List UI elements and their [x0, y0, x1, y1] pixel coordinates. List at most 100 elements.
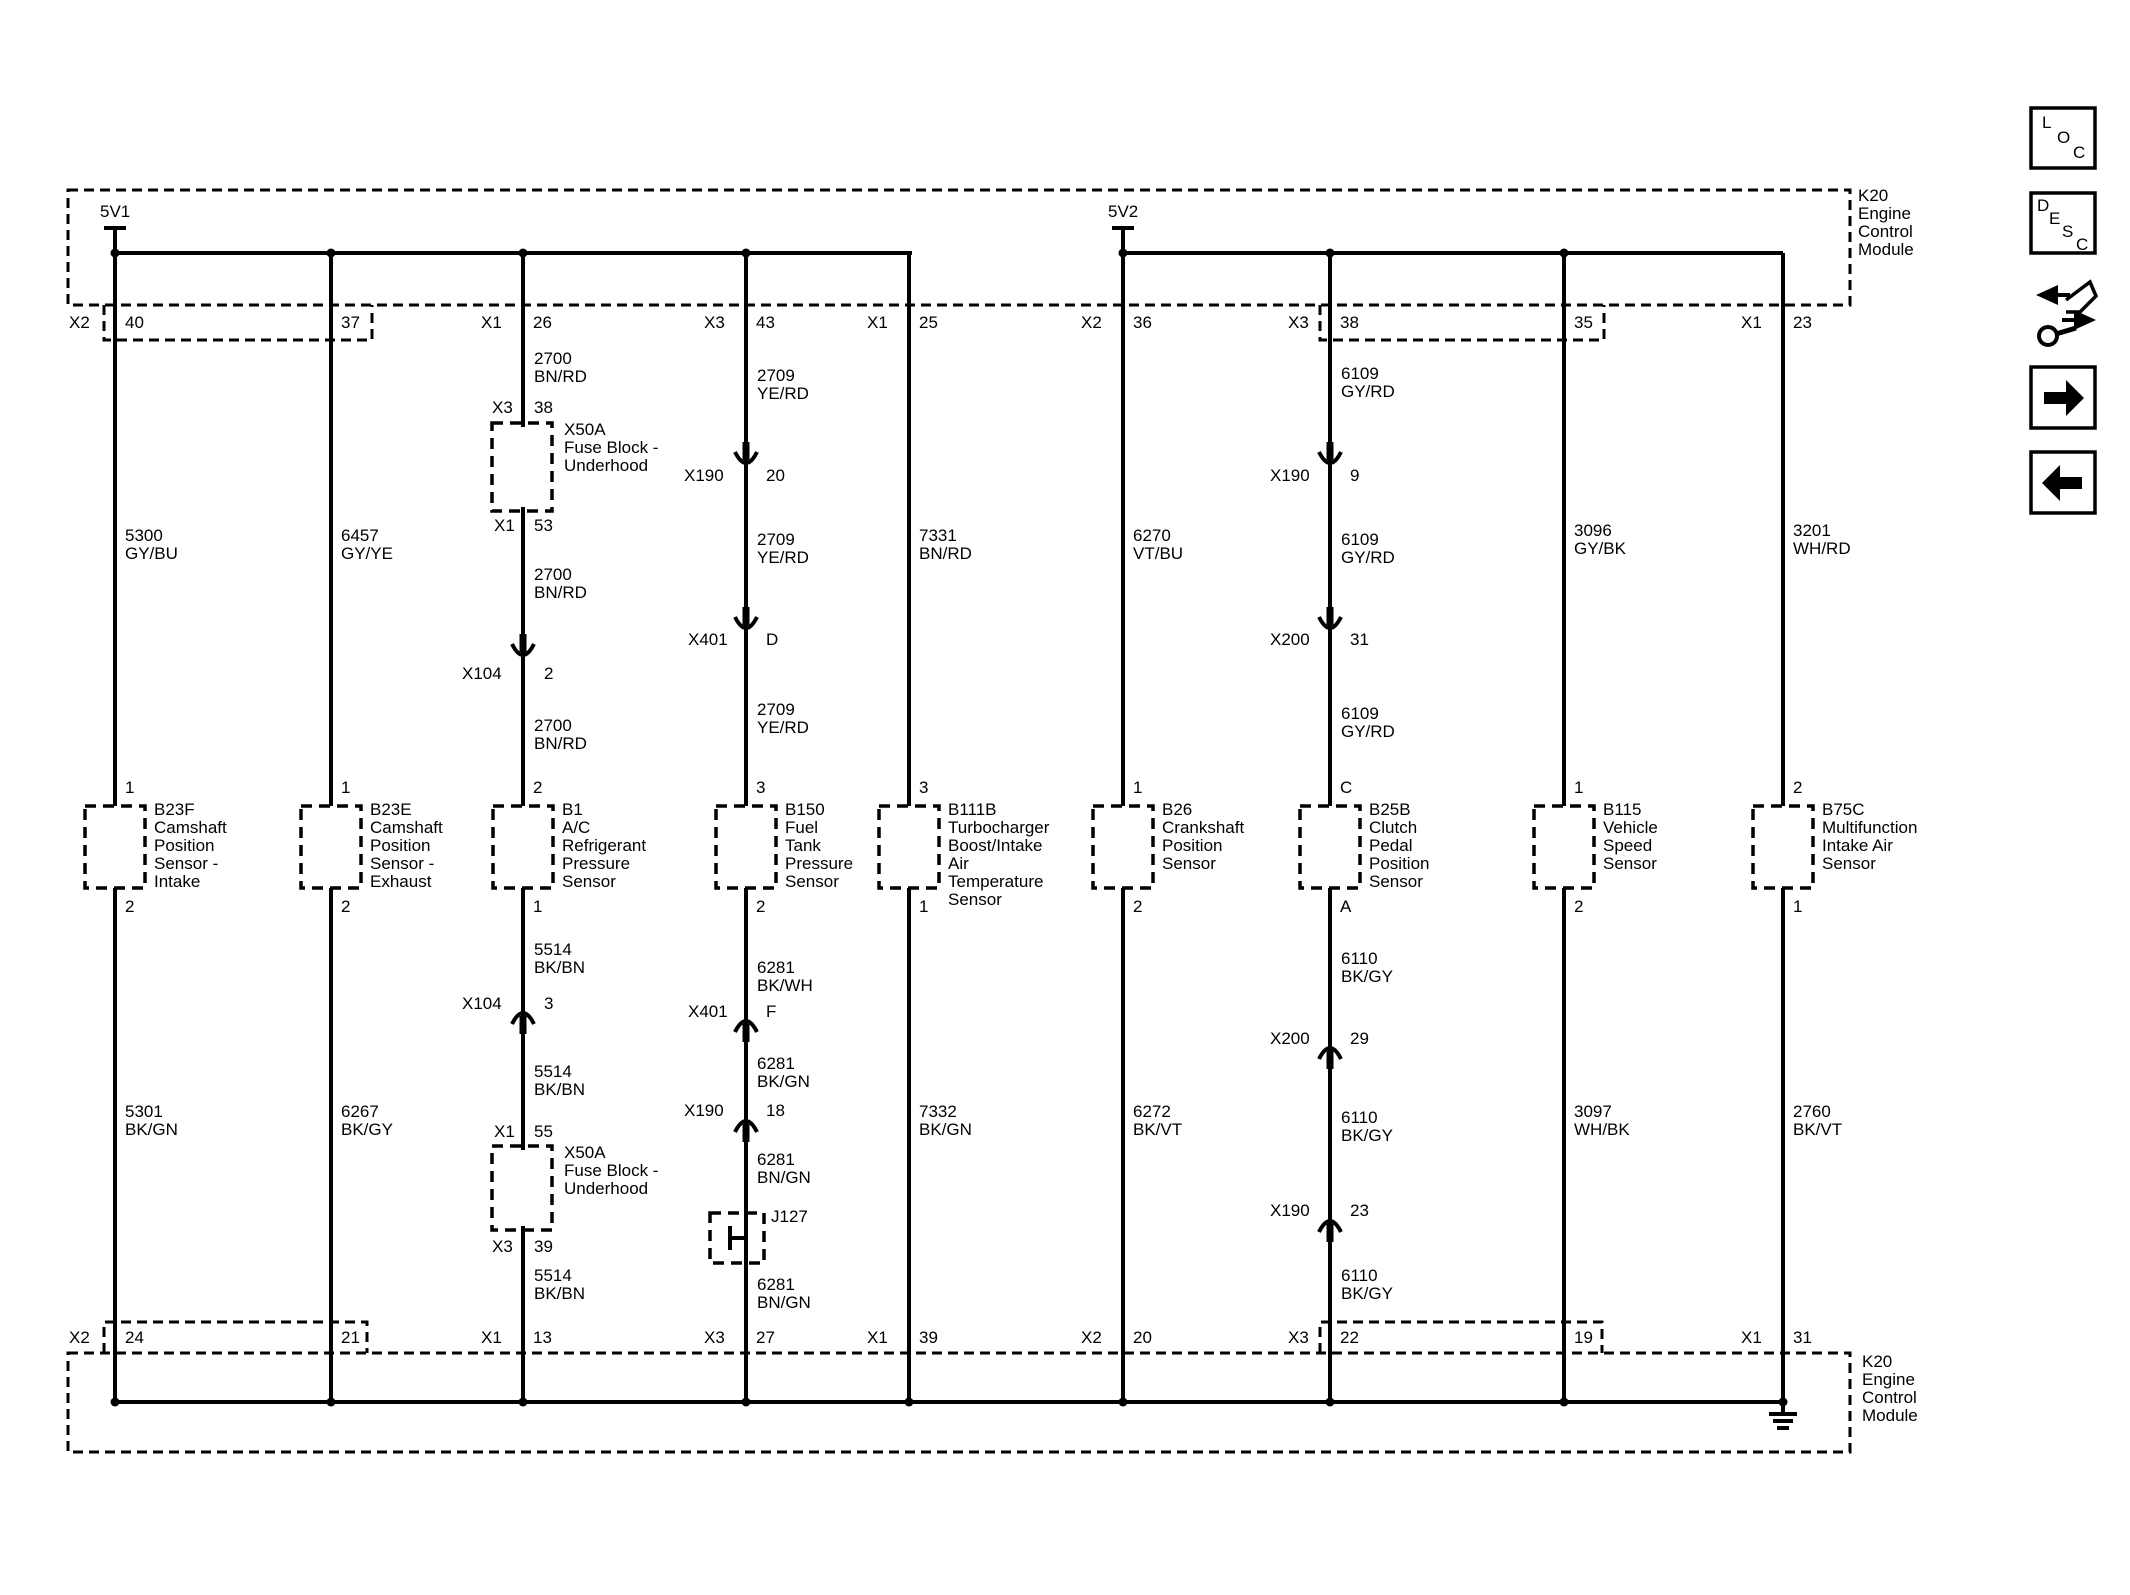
connector-wrench-icon[interactable]: [2036, 279, 2099, 347]
pin-label: 19: [1574, 1328, 1593, 1347]
circuit-column: [1532, 248, 1596, 1407]
wire-number: 6109: [1341, 364, 1379, 383]
wire-number: 6281: [757, 1275, 795, 1294]
desc-button[interactable]: D E S C: [2029, 191, 2097, 255]
sensor-pin: 1: [125, 778, 134, 797]
sensor-label: Sensor: [948, 890, 1002, 909]
col3-extras: X3 38 X50A Fuse Block - Underhood X1 53 …: [462, 398, 658, 1303]
inline-connector-icon: [733, 1119, 759, 1142]
junction-dot: [1778, 1397, 1788, 1407]
wire-color: WH/BK: [1574, 1120, 1630, 1139]
wire-color: BK/GY: [1341, 967, 1393, 986]
sensor-pin: 2: [341, 897, 350, 916]
sensor-pin: 2: [1793, 778, 1802, 797]
desc-letter: S: [2062, 222, 2073, 241]
sensor-label: Multifunction: [1822, 818, 1917, 837]
wire-number: 6272: [1133, 1102, 1171, 1121]
wire-number: 5514: [534, 1266, 572, 1285]
arrow-right-icon: [2044, 380, 2084, 416]
sensor-box: [83, 804, 147, 890]
inline-connector-icon: [733, 1019, 759, 1042]
sensor-pin: 2: [533, 778, 542, 797]
module-label-top: K20 Engine Control Module: [1858, 186, 1914, 259]
junction-dot: [110, 1397, 120, 1407]
wire-number: 2709: [757, 700, 795, 719]
conn-label: X1: [481, 1328, 502, 1347]
pin-label: 40: [125, 313, 144, 332]
sensor-box: [714, 804, 778, 890]
sensor-label: Sensor: [1162, 854, 1216, 873]
sensor-label: Pressure: [562, 854, 630, 873]
inline-connector-icon: [733, 442, 759, 465]
pin-label: 23: [1793, 313, 1812, 332]
pin-label: 38: [1340, 313, 1359, 332]
wire-color: BN/RD: [534, 583, 587, 602]
pin-label: F: [766, 1002, 776, 1021]
sensor-label: Sensor: [1603, 854, 1657, 873]
wire-number: 5300: [125, 526, 163, 545]
loc-button[interactable]: L O C: [2029, 106, 2097, 170]
wire-color: BK/BN: [534, 958, 585, 977]
previous-page-button[interactable]: [2029, 450, 2097, 515]
wire-number: 6110: [1341, 1266, 1378, 1285]
wire-number: 7332: [919, 1102, 957, 1121]
col7-extras: X190 9 6109 GY/RD X200 31 6109 GY/RD X20…: [1270, 466, 1395, 1303]
wire-number: 7331: [919, 526, 957, 545]
wire-number: 2700: [534, 349, 572, 368]
conn-label: X3: [1288, 313, 1309, 332]
pin-label: 55: [534, 1122, 553, 1141]
wire-color: BN/GN: [757, 1168, 811, 1187]
pin-label: 25: [919, 313, 938, 332]
inline-connector-icon: [733, 607, 759, 630]
module-name-line: Module: [1862, 1406, 1918, 1425]
wire-number: 6281: [757, 1054, 795, 1073]
ref-label: 5V1: [100, 202, 130, 221]
sensor-box: [1298, 804, 1362, 890]
sensor-label: Sensor: [1822, 854, 1876, 873]
conn-label: X3: [704, 1328, 725, 1347]
sensor-label: Camshaft: [370, 818, 443, 837]
wire-number: 2709: [757, 366, 795, 385]
conn-label: X1: [867, 313, 888, 332]
wire-number: 6267: [341, 1102, 379, 1121]
wire-number: 5301: [125, 1102, 163, 1121]
sensor-label: Refrigerant: [562, 836, 646, 855]
circuit-column: [299, 248, 363, 1407]
sensor-pin: A: [1340, 897, 1352, 916]
wire-color: BK/BN: [534, 1284, 585, 1303]
wire-color: YE/RD: [757, 384, 809, 403]
sensor-label: B115: [1603, 800, 1641, 819]
sensor-label: Exhaust: [370, 872, 432, 891]
fuse-label: X50A: [564, 420, 606, 439]
wire-color: BK/BN: [534, 1080, 585, 1099]
sensor-box: [491, 804, 555, 890]
module-name-line: Engine: [1862, 1370, 1915, 1389]
wire-color: BN/GN: [757, 1293, 811, 1312]
fuse-block-top: [490, 421, 554, 513]
circuit-column: [1091, 248, 1155, 1407]
pin-label: 13: [533, 1328, 552, 1347]
sensor-label: Speed: [1603, 836, 1652, 855]
conn-label: X2: [1081, 1328, 1102, 1347]
wire-color: GY/RD: [1341, 722, 1395, 741]
conn-label: X3: [492, 1237, 513, 1256]
module-name-line: Module: [1858, 240, 1914, 259]
fuse-gap: [497, 427, 549, 507]
conn-label: X3: [1288, 1328, 1309, 1347]
pin-label: 37: [341, 313, 360, 332]
junction-dot: [741, 248, 751, 258]
sensor-pin: 2: [756, 897, 765, 916]
pin-label: 29: [1350, 1029, 1369, 1048]
conn-label: X2: [69, 1328, 90, 1347]
module-label-bottom: K20 Engine Control Module: [1862, 1352, 1918, 1425]
module-name-line: Engine: [1858, 204, 1911, 223]
wire-number: 5514: [534, 1062, 572, 1081]
sensor-label: Tank: [785, 836, 821, 855]
module-name-line: Control: [1858, 222, 1913, 241]
junction-dot: [518, 1397, 528, 1407]
pin-label: 27: [756, 1328, 775, 1347]
sensor-label: Clutch: [1369, 818, 1417, 837]
wire-color: GY/RD: [1341, 382, 1395, 401]
next-page-button[interactable]: [2029, 365, 2097, 430]
fuse-label: X50A: [564, 1143, 606, 1162]
